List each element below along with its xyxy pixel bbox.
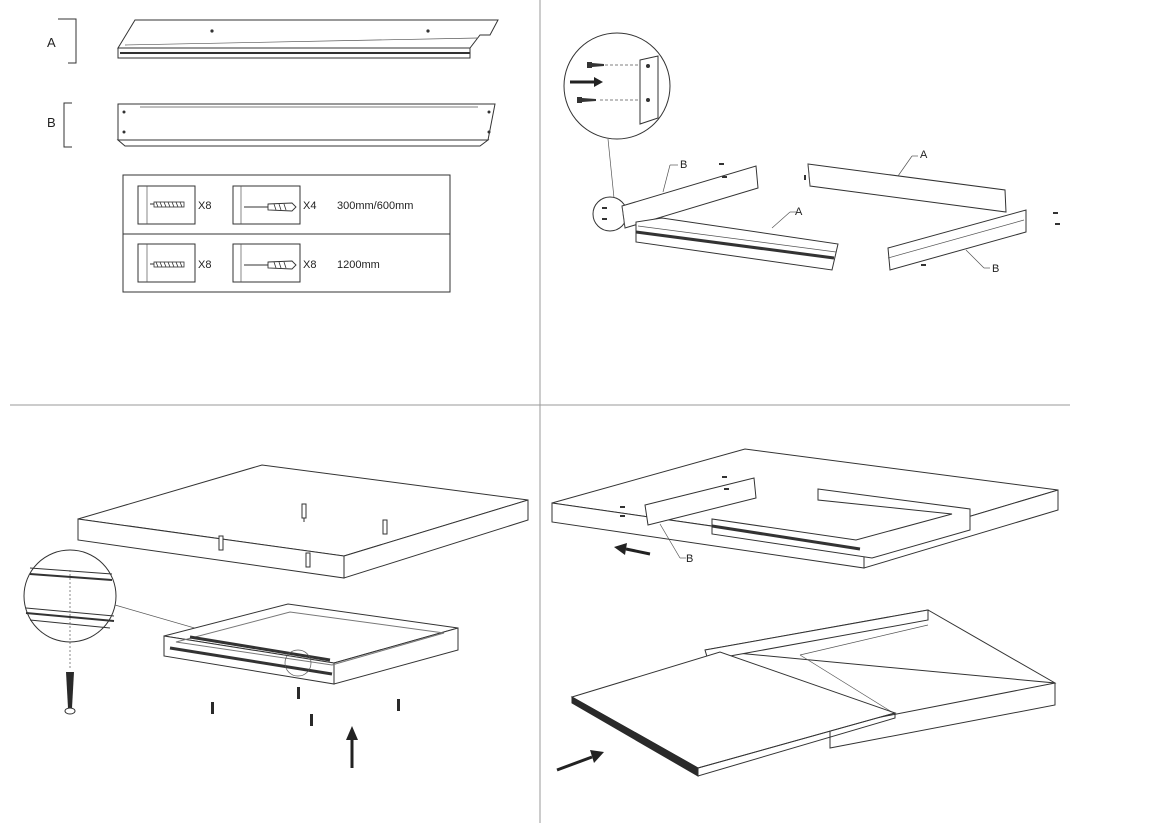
part-b-rail xyxy=(116,103,496,147)
zoom-source-circle xyxy=(592,196,628,232)
wall-anchor-icon xyxy=(305,552,311,568)
callout-b-right: B xyxy=(992,263,999,275)
step4-insert-panel-panel: B xyxy=(551,448,1059,777)
anchor-quantity: X8 xyxy=(303,259,316,271)
zoom-detail-circle xyxy=(563,32,671,140)
step3-mount-frame-panel xyxy=(23,464,529,768)
screw-quantity: X8 xyxy=(198,259,211,271)
screw-icon xyxy=(64,672,76,715)
step1-parts-panel: A B xyxy=(47,18,499,293)
zoom-source-circle xyxy=(284,649,312,677)
screw-icon xyxy=(577,97,596,103)
screw-box xyxy=(137,185,196,225)
assembled-frame xyxy=(163,603,459,685)
zoom-detail-circle xyxy=(23,549,117,668)
screw-box xyxy=(137,243,196,283)
part-a-rail xyxy=(117,19,499,59)
callout-a-center: A xyxy=(795,206,803,218)
callout-b-left: B xyxy=(686,553,693,565)
screw-icon xyxy=(310,714,313,726)
assembled-frame xyxy=(711,488,971,559)
wall-anchor-icon xyxy=(244,260,297,270)
screw-icon xyxy=(397,699,400,711)
screw-icon xyxy=(211,702,214,714)
anchor-quantity: X4 xyxy=(303,200,316,212)
wall-anchor-icon xyxy=(244,202,297,212)
arrow-right-icon xyxy=(570,77,603,87)
wall-anchor-icon xyxy=(218,535,224,551)
part-a-bracket xyxy=(58,18,77,64)
part-a-label: A xyxy=(47,35,56,50)
panel-size-label: 1200mm xyxy=(337,259,380,271)
wall-anchor-icon xyxy=(382,519,388,535)
callout-b-left: B xyxy=(680,159,687,171)
step2-join-rails-panel: B A A B xyxy=(563,32,1060,275)
rail-b-left xyxy=(602,163,759,229)
rail-b-left xyxy=(620,476,757,526)
rail-a-center xyxy=(635,217,839,271)
hardware-table: X8 X4 300mm/600mm xyxy=(122,174,451,293)
screw-quantity: X8 xyxy=(198,200,211,212)
panel-size-label: 300mm/600mm xyxy=(337,200,413,212)
anchor-box xyxy=(232,185,301,225)
hardware-row-1: X8 X4 300mm/600mm xyxy=(137,185,413,225)
screw-icon xyxy=(150,261,185,268)
rail-a-right xyxy=(804,163,1007,213)
wall-anchor-icon xyxy=(301,503,307,522)
callout-a-right: A xyxy=(920,149,928,161)
callout-line xyxy=(662,164,671,193)
ceiling-slab xyxy=(77,464,529,579)
arrow-diagonal-icon xyxy=(556,750,604,772)
rail-b-right xyxy=(887,209,1060,271)
arrow-left-icon xyxy=(614,543,651,556)
hardware-row-2: X8 X8 1200mm xyxy=(137,243,380,283)
panel-dividers xyxy=(10,0,1070,823)
arrow-up-icon xyxy=(346,726,358,768)
screw-icon xyxy=(297,687,300,699)
screw-icon xyxy=(587,62,604,68)
anchor-box xyxy=(232,243,301,283)
screw-icon xyxy=(150,201,185,208)
zoom-leader-line xyxy=(607,138,615,199)
part-b-bracket xyxy=(63,102,72,148)
part-b-label: B xyxy=(47,115,56,130)
ceiling-panel-sliding xyxy=(570,609,1057,777)
